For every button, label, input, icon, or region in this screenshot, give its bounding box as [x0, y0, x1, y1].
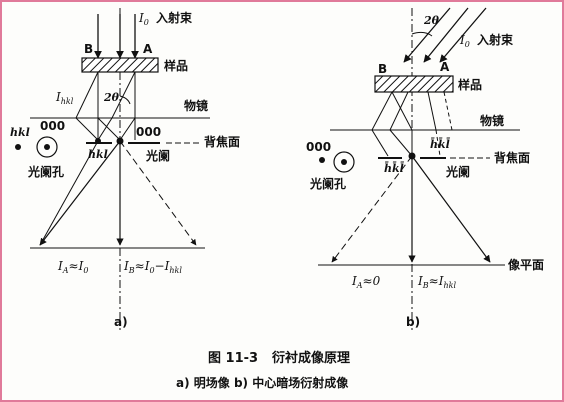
spot-hkl-bar-label-b: h̄k̄l̄: [430, 137, 451, 151]
inset-spot-hkl-a: [15, 144, 21, 150]
label-B-a: B: [84, 42, 93, 56]
caption: 图 11-3 衍衬成像原理 a) 明场像 b) 中心暗场衍射成像: [176, 350, 350, 390]
caption-title: 衍衬成像原理: [271, 350, 350, 366]
ihkl-label-a: Ihkl: [55, 90, 74, 106]
ib-label-a: IB≈I0−Ihkl: [123, 259, 182, 275]
sample-a: [81, 57, 159, 73]
aperture-hole-label-a: 光阑孔: [27, 164, 64, 179]
beam-symbol-a: I0: [138, 11, 149, 27]
spot-hkl-left-label-a: hkl: [10, 126, 30, 139]
two-theta-b: 2θ: [423, 14, 440, 27]
objective-label-b: 物镜: [480, 113, 504, 128]
spot-000-right-label-a: 000: [136, 125, 161, 139]
sample-label-a: 样品: [164, 58, 188, 73]
incident-ray-b3: [439, 7, 487, 63]
spot-hkl-mid-label-a: hkl: [88, 148, 108, 161]
ia-label-b: IA≈0: [351, 274, 381, 290]
inset-aperture-circle-b: [333, 151, 355, 173]
panel-label-a: a): [114, 315, 128, 329]
inset-spot-hkl-b: [341, 159, 347, 165]
inset-aperture-circle-a: [36, 136, 58, 158]
spot-hkl-bar2-label-b: h̄k̄l̄: [384, 161, 405, 175]
objective-label-a: 物镜: [184, 98, 208, 113]
panel-label-b: b): [406, 315, 420, 329]
caption-number: 图 11-3: [208, 351, 258, 366]
inset-spot-000-a: [44, 144, 50, 150]
sample-label-b: 样品: [458, 77, 482, 92]
label-A-b: A: [440, 60, 450, 74]
spot-000-left-label-a: 000: [40, 119, 65, 133]
beam-symbol-b: I0: [459, 33, 470, 49]
spot-000-label-b: 000: [306, 140, 331, 154]
back-focal-label-a: 背焦面: [204, 134, 240, 149]
label-B-b: B: [378, 62, 387, 76]
sample-b: [374, 75, 454, 93]
aperture-label-b: 光阑: [445, 164, 470, 179]
ia-label-a: IA≈I0: [57, 259, 88, 275]
beam-label-b: 入射束: [477, 32, 514, 47]
two-theta-a: 2θ: [103, 91, 120, 104]
panel-a: I0 入射束 B A 样品 2θ Ihkl 物镜 背焦面 000 hkl 光: [10, 8, 240, 330]
beam-label-a: 入射束: [156, 10, 193, 25]
back-focal-label-b: 背焦面: [494, 150, 530, 165]
label-A-a: A: [143, 42, 153, 56]
aperture-hole-label-b: 光阑孔: [309, 176, 346, 191]
incident-ray-b1: [403, 7, 451, 63]
caption-sub: a) 明场像 b) 中心暗场衍射成像: [176, 375, 349, 390]
image-plane-label-b: 像平面: [508, 257, 544, 272]
inset-spot-000-b: [319, 157, 325, 163]
ib-label-b: IB≈Ihkl: [417, 274, 456, 290]
aperture-label-a: 光阑: [145, 148, 170, 163]
incident-ray-b2: [423, 7, 469, 63]
panel-b: 2θ I0 入射束 B A 样品 物镜 背焦面 h̄k̄l̄ 光阑 h̄k̄l̄…: [306, 7, 544, 330]
